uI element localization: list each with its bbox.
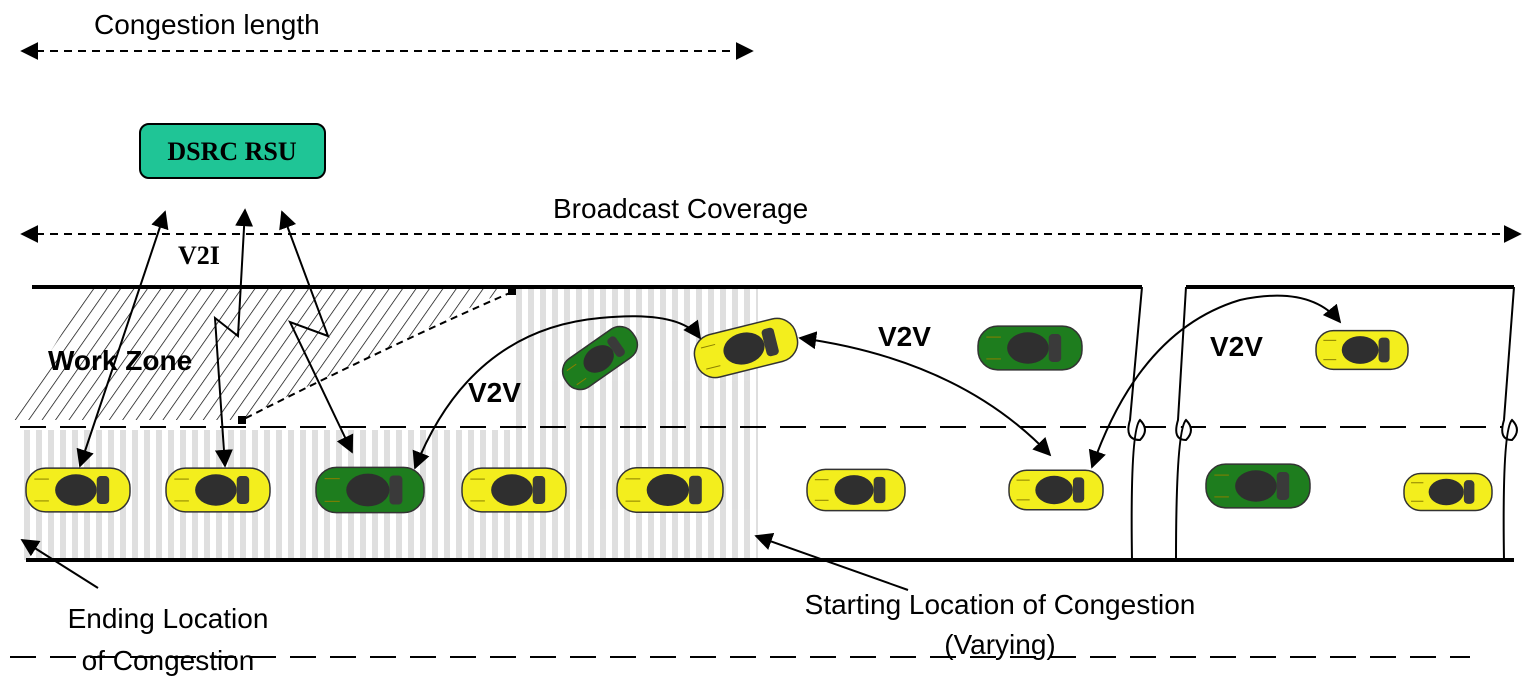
starting-location-label-line1: Starting Location of Congestion [805,589,1196,620]
car-green [315,466,425,514]
car-green [1205,463,1311,509]
v2v-arrow-3 [1088,294,1342,469]
v2v-label-3: V2V [1210,331,1263,362]
ending-location-pointer [20,539,99,589]
v2v-arrow-2 [798,331,1052,457]
v2i-arrow-1 [76,210,169,468]
v2i-arrows [76,208,354,468]
car-yellow [1403,472,1493,512]
broadcast-coverage-label: Broadcast Coverage [553,193,808,224]
congestion-length-label: Congestion length [94,9,320,40]
road-break-left [1127,286,1146,561]
car-green [977,325,1083,371]
ending-location-label-line2: of Congestion [82,645,255,676]
road-break-end [1501,286,1518,561]
v2v-arrow-1 [412,315,702,470]
v2i-arrow-3 [279,210,354,454]
v2v-label-2: V2V [878,321,931,352]
dsrc-rsu: DSRC RSU [139,123,326,179]
v2i-label: V2I [178,241,220,270]
car-yellow [806,468,906,512]
starting-location-pointer [754,532,909,591]
v2i-arrow-2 [213,208,254,468]
car-yellow [165,467,271,513]
v2v-arrows [412,294,1342,470]
car-yellow [1315,329,1409,371]
car-yellow [616,466,724,514]
car-yellow [461,467,567,513]
rsu-label: DSRC RSU [167,137,297,166]
work-zone-label: Work Zone [48,345,192,376]
car-yellow [25,467,131,513]
v2v-label-1: V2V [468,377,521,408]
car-yellow [1008,469,1104,511]
starting-location-label-line2: (Varying) [944,629,1056,660]
ending-location-label-line1: Ending Location [68,603,269,634]
